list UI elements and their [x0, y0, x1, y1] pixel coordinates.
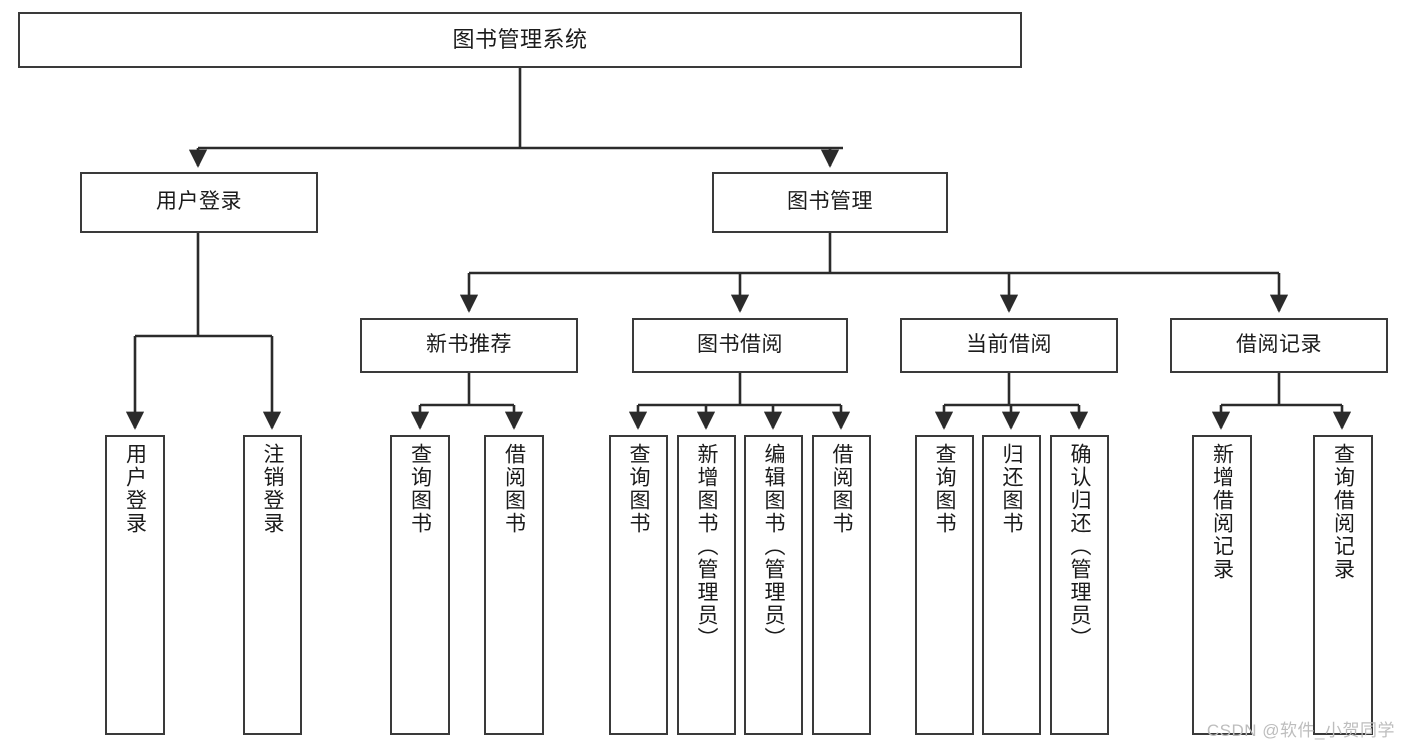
node-borrow-record-label: 借阅记录: [1236, 333, 1322, 357]
node-leaf-borrow-book-label: 借阅图书: [830, 443, 853, 535]
node-root-label: 图书管理系统: [452, 27, 588, 53]
node-leaf-query-book-current[interactable]: 查询图书: [915, 435, 974, 735]
node-leaf-query-book-newbook[interactable]: 查询图书: [390, 435, 450, 735]
node-leaf-query-book-current-label: 查询图书: [933, 443, 956, 535]
node-leaf-user-login[interactable]: 用户登录: [105, 435, 165, 735]
node-book-borrow[interactable]: 图书借阅: [632, 318, 848, 373]
node-user-login-label: 用户登录: [156, 190, 242, 214]
node-leaf-query-borrow-record[interactable]: 查询借阅记录: [1313, 435, 1373, 735]
node-leaf-confirm-return-admin[interactable]: 确认归还（管理员）: [1050, 435, 1109, 735]
node-leaf-query-book-borrow[interactable]: 查询图书: [609, 435, 668, 735]
node-leaf-query-borrow-record-label: 查询借阅记录: [1331, 443, 1355, 581]
node-book-management-label: 图书管理: [787, 190, 873, 214]
node-leaf-logout[interactable]: 注销登录: [243, 435, 302, 735]
node-leaf-return-book[interactable]: 归还图书: [982, 435, 1041, 735]
node-leaf-return-book-label: 归还图书: [1000, 443, 1023, 535]
node-new-book-recommend[interactable]: 新书推荐: [360, 318, 578, 373]
node-leaf-add-book-admin-label: 新增图书（管理员）: [695, 443, 718, 650]
node-leaf-logout-label: 注销登录: [261, 443, 284, 535]
node-leaf-query-book-newbook-label: 查询图书: [408, 443, 432, 535]
node-leaf-query-book-borrow-label: 查询图书: [627, 443, 650, 535]
node-borrow-record[interactable]: 借阅记录: [1170, 318, 1388, 373]
node-leaf-add-book-admin[interactable]: 新增图书（管理员）: [677, 435, 736, 735]
node-book-borrow-label: 图书借阅: [697, 333, 783, 357]
node-leaf-confirm-return-admin-label: 确认归还（管理员）: [1068, 443, 1091, 650]
node-leaf-edit-book-admin-label: 编辑图书（管理员）: [762, 443, 785, 650]
node-current-borrow[interactable]: 当前借阅: [900, 318, 1118, 373]
node-leaf-add-borrow-record[interactable]: 新增借阅记录: [1192, 435, 1252, 735]
node-root[interactable]: 图书管理系统: [18, 12, 1022, 68]
node-leaf-add-borrow-record-label: 新增借阅记录: [1210, 443, 1234, 581]
node-leaf-edit-book-admin[interactable]: 编辑图书（管理员）: [744, 435, 803, 735]
node-book-management[interactable]: 图书管理: [712, 172, 948, 233]
node-leaf-borrow-book[interactable]: 借阅图书: [812, 435, 871, 735]
node-leaf-borrow-book-newbook-label: 借阅图书: [502, 443, 526, 535]
node-new-book-recommend-label: 新书推荐: [426, 333, 512, 357]
node-user-login[interactable]: 用户登录: [80, 172, 318, 233]
node-current-borrow-label: 当前借阅: [966, 333, 1052, 357]
watermark: CSDN @软件_小贺同学: [1206, 721, 1395, 740]
node-leaf-user-login-label: 用户登录: [123, 443, 147, 535]
node-leaf-borrow-book-newbook[interactable]: 借阅图书: [484, 435, 544, 735]
